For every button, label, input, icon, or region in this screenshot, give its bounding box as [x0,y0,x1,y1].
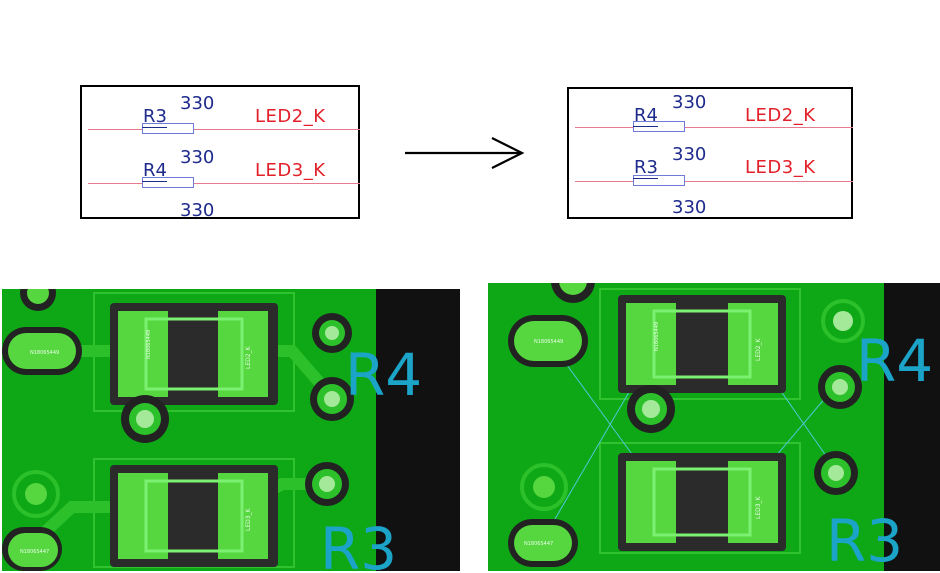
ref-underline [142,127,167,128]
ref-underline [142,181,167,182]
silkscreen-ref: R4 [856,327,933,395]
pad-net-label: N18065447 [524,541,553,547]
ref-designator: R3 [143,106,167,127]
net-name: LED3_K [745,157,816,178]
pad-net-label: N18065449 [30,350,59,356]
pad-net-label: N18065447 [20,549,49,555]
silkscreen-ref: R3 [826,507,903,571]
resistor-body [142,123,194,134]
pcb-after-view: N18065449 N18065447 N18065449 LED2_K LED… [488,283,940,571]
schematic-wire [88,129,360,130]
ref-designator: R4 [143,160,167,181]
silkscreen-ref: R3 [320,515,397,571]
pad-net-label: N18065449 [534,339,563,345]
value-label: 330 [672,92,707,113]
pad-net-label: LED2_K [755,337,762,361]
schematic-before-panel: R3 330 LED2_K R4 330 LED3_K 330 [80,85,360,221]
value-label: 330 [180,93,215,114]
value-label: 330 [672,197,707,218]
net-name: LED2_K [255,106,326,127]
schematic-wire [88,183,360,184]
silkscreen-ref: R4 [345,341,422,409]
ref-underline [633,126,658,127]
net-name: LED2_K [745,105,816,126]
ref-designator: R4 [634,105,658,126]
schematic-wire [575,127,853,128]
pad-net-label: LED3_K [245,507,252,531]
value-label: 330 [180,147,215,168]
pad-net-label: LED3_K [755,495,762,519]
resistor-body [142,177,194,188]
ref-underline [633,178,658,179]
pad-net-label: N18065449 [146,330,152,359]
arrow-right-icon [405,137,525,169]
pad-net-label: LED2_K [245,345,252,369]
schematic-after-panel: R4 330 LED2_K R3 330 LED3_K 330 [567,87,853,219]
ref-designator: R3 [634,157,658,178]
value-label: 330 [180,200,215,221]
pcb-before-view: N18065449 N18065447 N18065449 LED2_K LED… [2,289,460,571]
resistor-body [633,175,685,186]
net-name: LED3_K [255,160,326,181]
value-label: 330 [672,144,707,165]
schematic-wire [575,181,853,182]
pad-net-label: N18065449 [654,322,660,351]
